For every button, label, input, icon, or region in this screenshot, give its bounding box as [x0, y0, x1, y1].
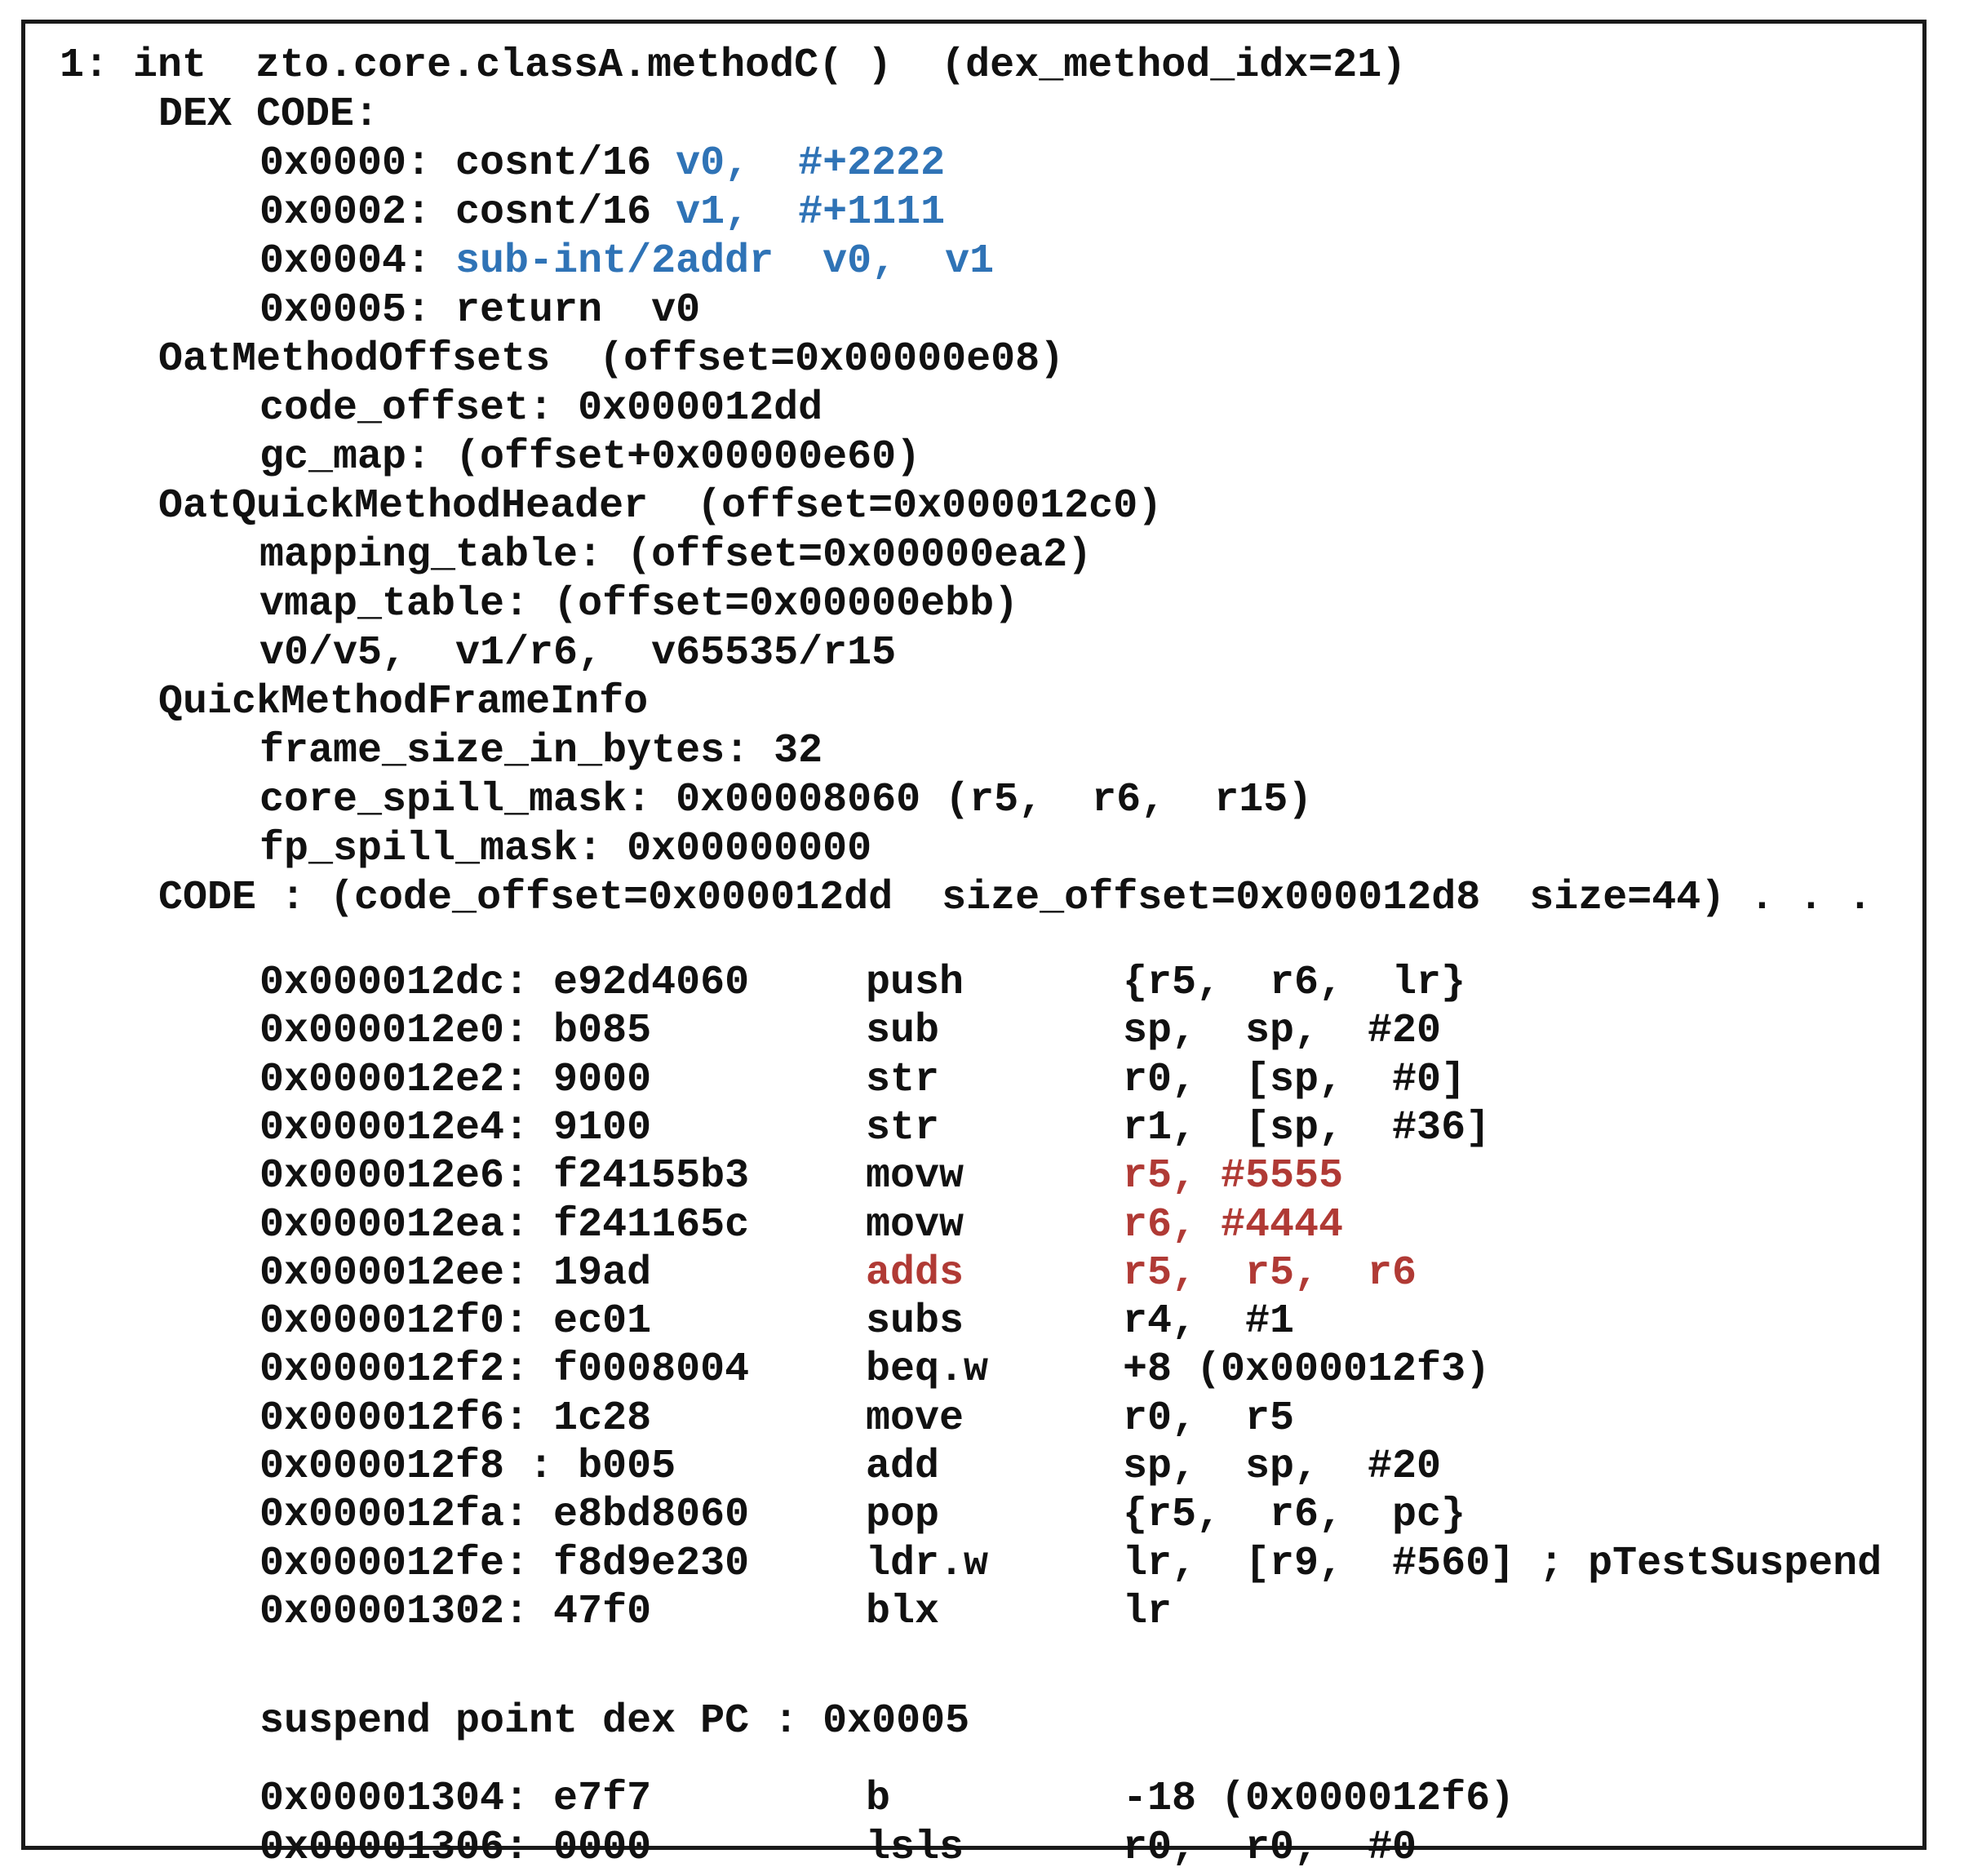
oat-quick-header-line-0: mapping_table: (offset=0x00000ea2) — [259, 532, 1093, 579]
code-row-8-op: beq.w — [866, 1346, 989, 1393]
tail-row-0-args: -18 (0x000012f6) — [1123, 1776, 1515, 1822]
code-row-7-addr: 0x000012f0: ec01 — [259, 1298, 652, 1345]
code-row-5-op: movw — [866, 1202, 964, 1248]
code-row-0-op: push — [866, 960, 964, 1006]
dex-line-3: 0x0005: return v0 — [259, 287, 701, 334]
tail-row-0-addr: 0x00001304: e7f7 — [259, 1776, 652, 1822]
frame-info-line-0: frame_size_in_bytes: 32 — [259, 728, 823, 774]
code-row-1-args: sp, sp, #20 — [1123, 1008, 1442, 1054]
code-row-0-args: {r5, r6, lr} — [1123, 960, 1466, 1006]
code-row-11-op: pop — [866, 1492, 940, 1538]
code-label: CODE : (code_offset=0x000012dd size_offs… — [158, 875, 1873, 921]
code-row-3-args: r1, [sp, #36] — [1123, 1105, 1491, 1151]
code-row-10-args: sp, sp, #20 — [1123, 1444, 1442, 1490]
code-row-5-addr: 0x000012ea: f241165c — [259, 1202, 750, 1248]
tail-row-1-addr: 0x00001306: 0000 — [259, 1825, 652, 1871]
code-row-1-addr: 0x000012e0: b085 — [259, 1008, 652, 1054]
code-row-7-op: subs — [866, 1298, 964, 1345]
tail-row-1-args: r0, r0, #0 — [1123, 1825, 1417, 1871]
code-row-4-addr: 0x000012e6: f24155b3 — [259, 1153, 750, 1200]
code-row-8-args: +8 (0x000012f3) — [1123, 1346, 1491, 1393]
oat-quick-method-header-label: OatQuickMethodHeader (offset=0x000012c0) — [158, 483, 1163, 530]
code-row-12-addr: 0x000012fe: f8d9e230 — [259, 1541, 750, 1587]
dex-line-1: 0x0002: cosnt/16 v1, #+1111 — [259, 188, 945, 237]
code-row-6-addr: 0x000012ee: 19ad — [259, 1250, 652, 1297]
code-row-10-addr: 0x000012f8 : b005 — [259, 1444, 676, 1490]
code-row-3-addr: 0x000012e4: 9100 — [259, 1105, 652, 1151]
frame-info-line-2: fp_spill_mask: 0x00000000 — [259, 826, 872, 872]
oat-method-offsets-label: OatMethodOffsets (offset=0x00000e08) — [158, 336, 1065, 383]
oat-quick-header-line-2: v0/v5, v1/r6, v65535/r15 — [259, 630, 897, 676]
oat-method-offsets-line-0: code_offset: 0x000012dd — [259, 385, 823, 432]
code-row-11-args: {r5, r6, pc} — [1123, 1492, 1466, 1538]
quick-method-frame-info-label: QuickMethodFrameInfo — [158, 679, 649, 725]
method-header: 1: int zto.core.classA.methodC( ) (dex_m… — [60, 42, 1407, 89]
code-row-0-addr: 0x000012dc: e92d4060 — [259, 960, 750, 1006]
code-row-8-addr: 0x000012f2: f0008004 — [259, 1346, 750, 1393]
suspend-point: suspend point dex PC : 0x0005 — [259, 1698, 970, 1745]
dex-line-0-operands: v0, #+2222 — [676, 140, 946, 187]
code-row-4-op: movw — [866, 1153, 964, 1200]
dex-line-0-addr: 0x0000: cosnt/16 — [259, 140, 676, 187]
oat-method-offsets-line-1: gc_map: (offset+0x00000e60) — [259, 434, 921, 481]
code-row-3-op: str — [866, 1105, 940, 1151]
code-row-4-args: r5, #5555 — [1123, 1153, 1344, 1200]
code-row-1-op: sub — [866, 1008, 940, 1054]
code-row-9-addr: 0x000012f6: 1c28 — [259, 1395, 652, 1442]
frame-info-line-1: core_spill_mask: 0x00008060 (r5, r6, r15… — [259, 777, 1313, 823]
dex-code-label: DEX CODE: — [158, 91, 379, 138]
dex-line-2-instr: sub-int/2addr v0, v1 — [455, 238, 995, 285]
code-row-7-args: r4, #1 — [1123, 1298, 1295, 1345]
code-row-2-args: r0, [sp, #0] — [1123, 1057, 1466, 1103]
code-row-2-op: str — [866, 1057, 940, 1103]
code-row-6-op: adds — [866, 1250, 964, 1297]
dex-line-1-operands: v1, #+1111 — [676, 189, 946, 236]
code-row-10-op: add — [866, 1444, 940, 1490]
code-row-9-op: move — [866, 1395, 964, 1442]
code-row-13-op: blx — [866, 1589, 940, 1635]
code-row-13-args: lr — [1123, 1589, 1173, 1635]
code-listing-frame — [21, 20, 1927, 1850]
code-row-9-args: r0, r5 — [1123, 1395, 1295, 1442]
dex-line-0: 0x0000: cosnt/16 v0, #+2222 — [259, 140, 945, 188]
code-row-12-args: lr, [r9, #560] ; pTestSuspend — [1123, 1541, 1882, 1587]
dex-line-1-addr: 0x0002: cosnt/16 — [259, 189, 676, 236]
oat-quick-header-line-1: vmap_table: (offset=0x00000ebb) — [259, 581, 1019, 628]
dex-line-2-addr: 0x0004: — [259, 238, 456, 285]
tail-row-0-op: b — [866, 1776, 891, 1822]
code-row-2-addr: 0x000012e2: 9000 — [259, 1057, 652, 1103]
code-row-12-op: ldr.w — [866, 1541, 989, 1587]
code-row-13-addr: 0x00001302: 47f0 — [259, 1589, 652, 1635]
dex-line-2: 0x0004: sub-int/2addr v0, v1 — [259, 237, 994, 286]
code-row-11-addr: 0x000012fa: e8bd8060 — [259, 1492, 750, 1538]
code-row-6-args: r5, r5, r6 — [1123, 1250, 1417, 1297]
code-row-5-args: r6, #4444 — [1123, 1202, 1344, 1248]
tail-row-1-op: lsls — [866, 1825, 964, 1871]
